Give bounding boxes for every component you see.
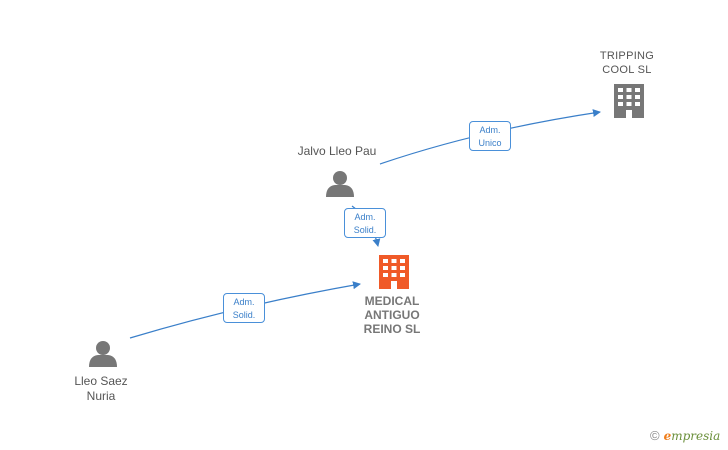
copyright-icon: © [650, 428, 660, 443]
brand-name: mpresia [671, 429, 721, 443]
brand-initial: e [663, 429, 672, 443]
relation-badge-adm-solid[interactable]: Adm. Solid. [344, 208, 386, 238]
person-icon[interactable] [326, 171, 354, 197]
node-label-lleo-saez-nuria[interactable]: Lleo Saez Nuria [74, 374, 128, 403]
node-label-jalvo-lleo-pau[interactable]: Jalvo Lleo Pau [297, 144, 377, 158]
empresia-logo[interactable]: ©empresia [650, 428, 720, 443]
relation-badge-adm-unico[interactable]: Adm. Unico [469, 121, 511, 151]
relation-badge-adm-solid[interactable]: Adm. Solid. [223, 293, 265, 323]
building-icon[interactable] [614, 84, 644, 118]
node-label-tripping-cool[interactable]: TRIPPING COOL SL [599, 50, 655, 76]
person-icon[interactable] [89, 341, 117, 367]
node-label-medical-antiguo-reino[interactable]: MEDICAL ANTIGUO REINO SL [363, 294, 421, 336]
building-icon[interactable] [379, 255, 409, 289]
